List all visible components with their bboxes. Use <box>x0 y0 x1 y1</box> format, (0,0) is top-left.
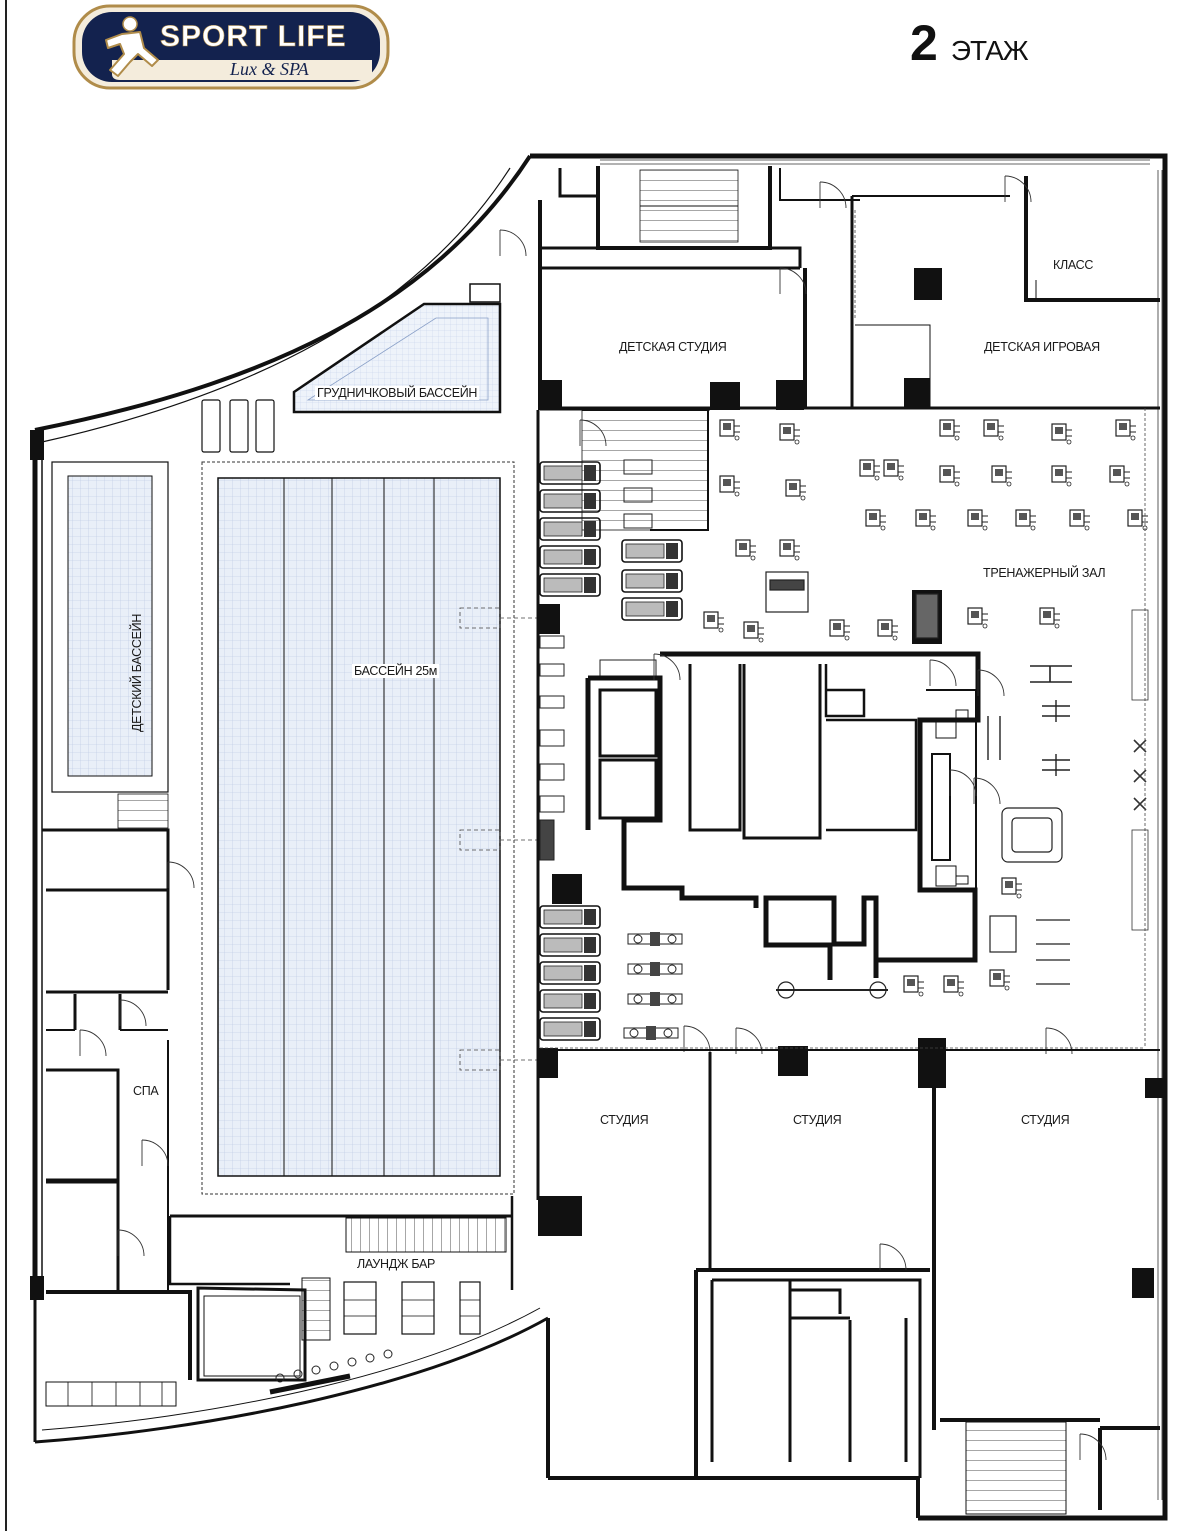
room-label-lounge-bar: ЛАУНДЖ БАР <box>357 1257 436 1271</box>
room-label-kids-studio: ДЕТСКАЯ СТУДИЯ <box>619 340 727 354</box>
small-equipment-column <box>539 459 657 861</box>
baby-pool <box>292 283 502 414</box>
running-man-icon <box>105 16 159 77</box>
floor-number: 2 <box>910 15 938 71</box>
kids-pool <box>51 461 169 829</box>
corridor-walls <box>536 409 710 1200</box>
kids-playroom-room <box>850 176 1160 408</box>
page-border-line <box>5 0 7 1531</box>
pool-25m <box>201 461 515 1195</box>
spa-block <box>42 828 192 1407</box>
top-stair-block <box>538 166 860 410</box>
gym-partition-lines <box>540 210 1146 1049</box>
logo-brand-name: SPORT LIFE <box>160 20 347 53</box>
room-label-pool-25m: БАССЕЙН 25м <box>352 664 440 678</box>
room-label-class: КЛАСС <box>1053 258 1094 272</box>
floor-label: 2 ЭТАЖ <box>910 14 1029 71</box>
lounge-bar <box>168 1196 514 1395</box>
room-label-studio-2: СТУДИЯ <box>793 1113 842 1127</box>
treadmill-row-b <box>621 539 683 1041</box>
logo-tagline: Lux & SPA <box>229 59 310 79</box>
kids-studio-room <box>540 266 1160 410</box>
window-strips <box>600 159 1163 1500</box>
gym-equipment <box>703 419 1149 997</box>
bar-stools <box>275 1349 393 1383</box>
floor-word: ЭТАЖ <box>950 35 1029 66</box>
pool-dashed-callouts <box>459 607 540 1071</box>
door-swings-top <box>499 175 1032 295</box>
sport-life-logo: SPORT LIFE Lux & SPA <box>72 4 390 90</box>
central-core <box>585 651 981 980</box>
room-label-studio-3: СТУДИЯ <box>1021 1113 1070 1127</box>
sunbeds <box>201 399 275 453</box>
door-swings-spa <box>79 861 195 1257</box>
room-label-spa: СПА <box>133 1084 159 1098</box>
gym-racks <box>765 571 1072 999</box>
room-label-baby-pool: ГРУДНИЧКОВЫЙ БАССЕЙН <box>315 386 480 400</box>
room-label-kids-playroom: ДЕТСКАЯ ИГРОВАЯ <box>984 340 1100 354</box>
studios-walls <box>540 1049 1160 1515</box>
room-label-studio-1: СТУДИЯ <box>600 1113 649 1127</box>
treadmill-row-a <box>539 461 601 1041</box>
outer-walls <box>32 153 1168 1521</box>
room-label-kids-pool: ДЕТСКИЙ БАССЕЙН <box>130 613 144 732</box>
room-label-gym: ТРЕНАЖЕРНЫЙ ЗАЛ <box>983 566 1106 580</box>
door-swings-core <box>653 653 1005 805</box>
